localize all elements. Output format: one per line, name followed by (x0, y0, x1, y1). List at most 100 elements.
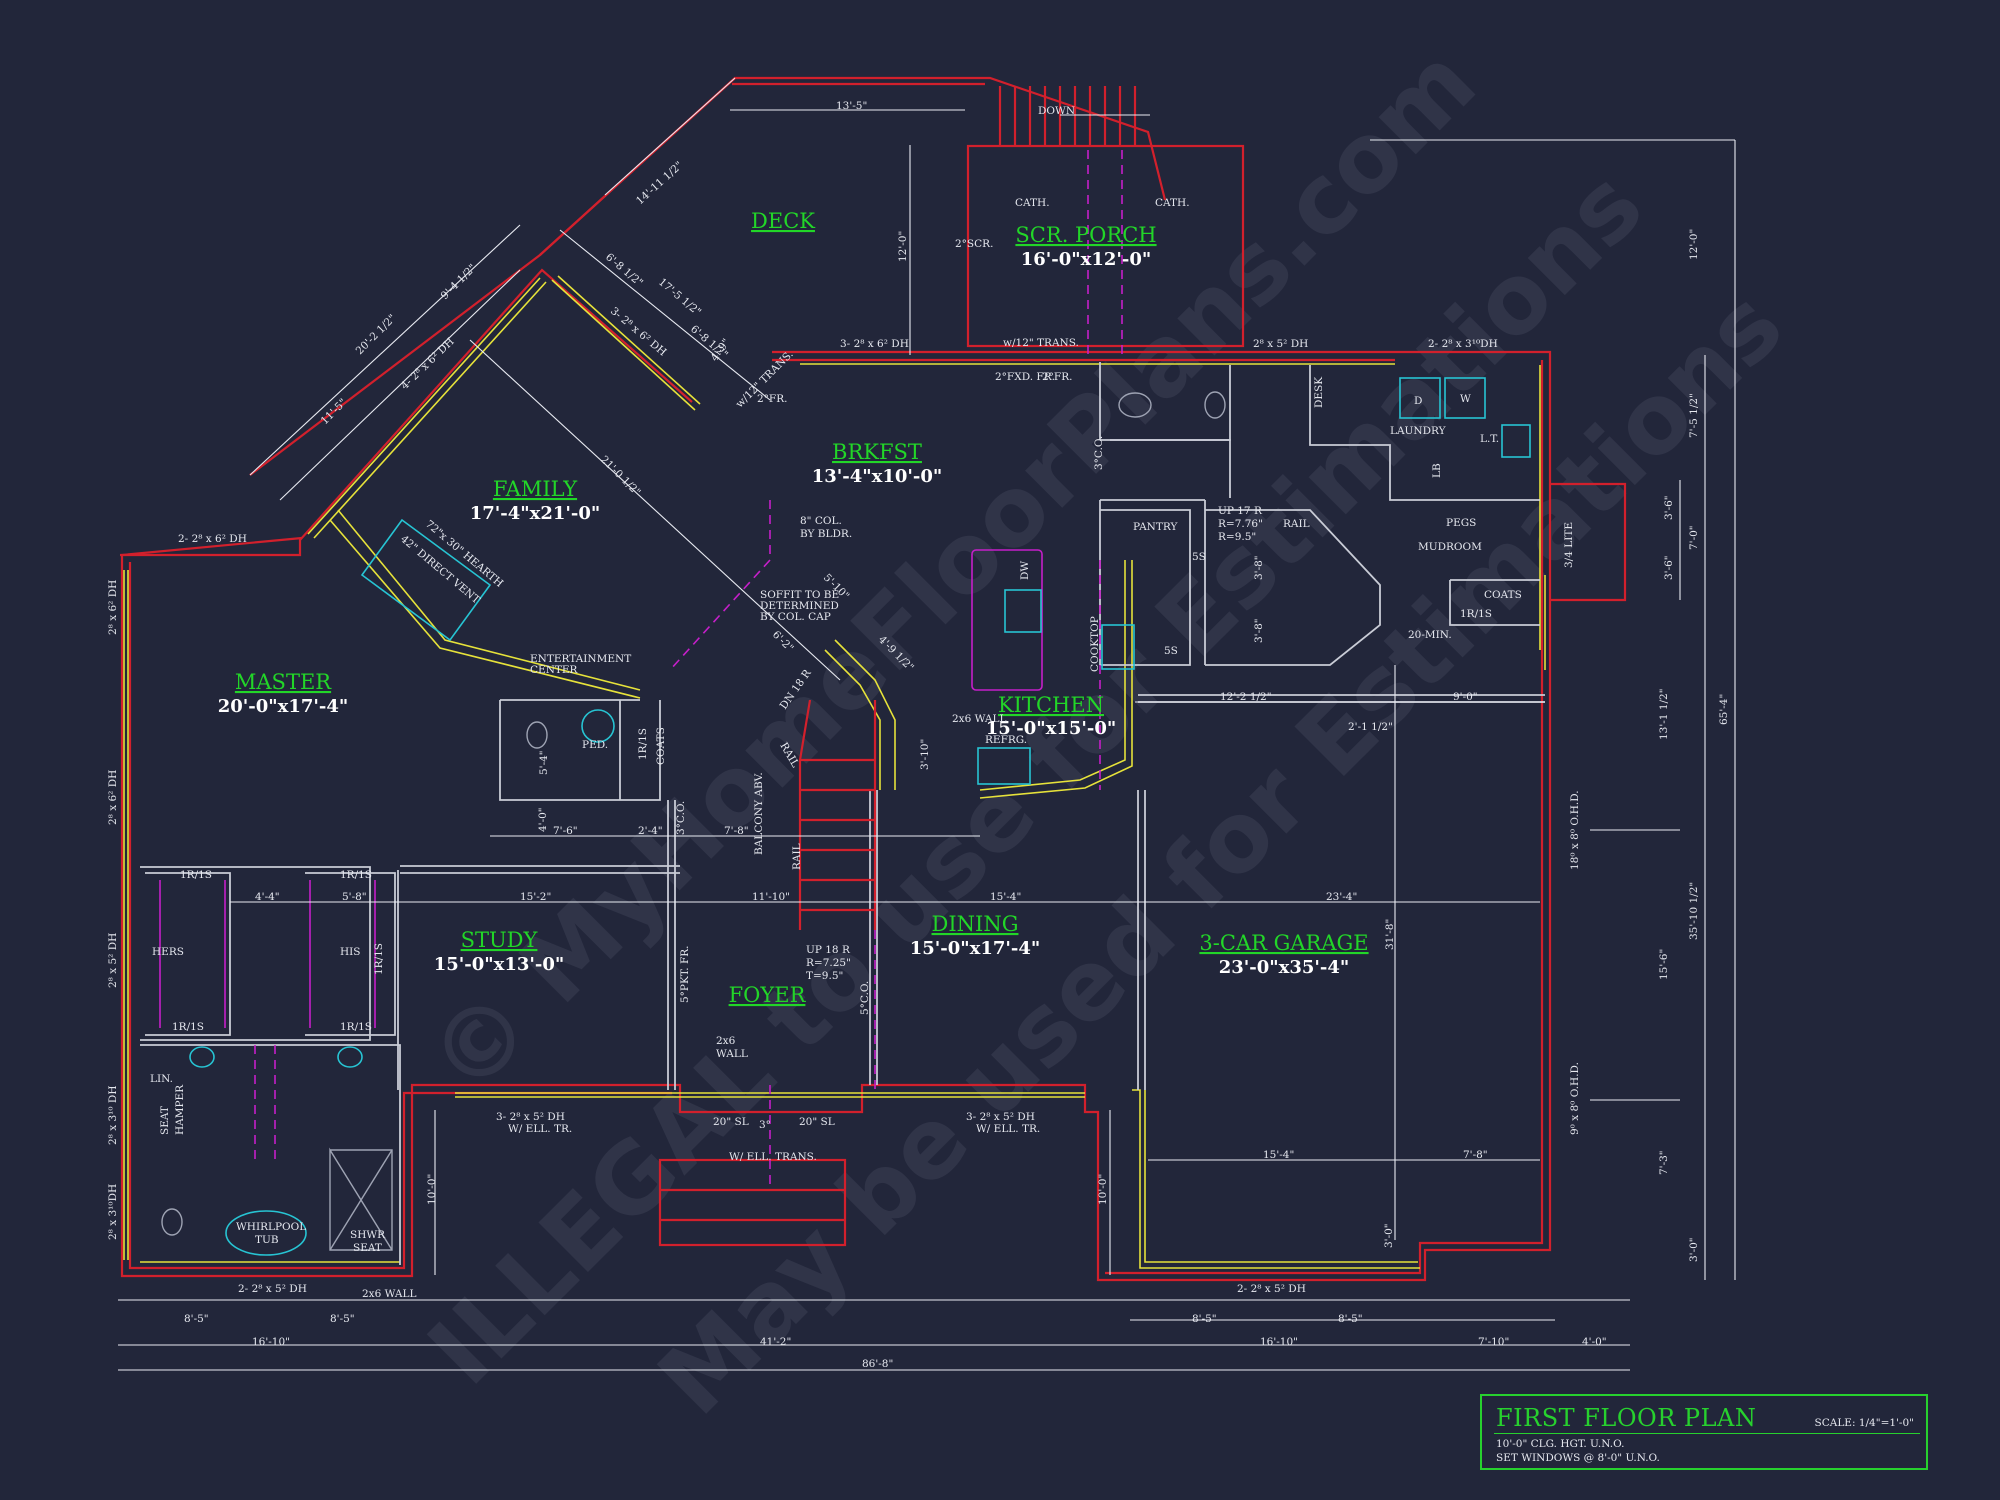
dim-4-0: 4'-0" (537, 807, 549, 832)
dim-12-0-a: 12'-0" (897, 231, 909, 262)
room-scr-porch-name: SCR. PORCH (1015, 223, 1156, 247)
dim-16-10-b: 16'-10" (1260, 1336, 1298, 1348)
label-laundry-tub: L.T. (1480, 433, 1499, 445)
label-lb: LB (1431, 463, 1443, 478)
beam-lines (254, 150, 1123, 1190)
label-door-size: 3° (759, 1119, 771, 1131)
dim-r-15-6: 15'-6" (1658, 949, 1670, 980)
label-his: HIS (340, 946, 361, 958)
label-ir1s-mud: 1R/1S (1460, 608, 1492, 620)
label-entertainment: ENTERTAINMENT (530, 653, 631, 665)
exterior-walls (120, 76, 1627, 1282)
dim-13-5: 13'-5" (836, 100, 867, 112)
dim-r-35-10: 35'-10 1/2" (1688, 882, 1700, 940)
label-balcony: BALCONY ABV. (753, 772, 765, 855)
label-2x6-wall: 2x6 WALL (952, 713, 1006, 725)
dim-5-4: 5'-4" (538, 750, 550, 775)
label-down: DOWN (1038, 105, 1075, 117)
dim-r-13-1: 13'-1 1/2" (1658, 688, 1670, 740)
label-screen-door: 2°SCR. (955, 238, 993, 250)
dim-17-5: 17'-5 1/2" (656, 276, 703, 318)
plan-note-ceiling: 10'-0" CLG. HGT. U.N.O. (1496, 1438, 1625, 1450)
label-ir1s-b: 1R/1S (340, 869, 372, 881)
label-dh-side-5: 2⁸ x 3¹⁰DH (107, 1184, 119, 1240)
dim-r-12-0: 12'-0" (1688, 229, 1700, 260)
dim-10-0-a: 10'-0" (426, 1174, 438, 1205)
label-tub: TUB (255, 1234, 279, 1246)
dimension-lines (118, 77, 1736, 1371)
label-sl-1: 20" SL (713, 1116, 749, 1128)
dim-r-65-4: 65'-4" (1718, 694, 1730, 725)
label-dh-bath: 2- 2⁸ x 5² DH (238, 1283, 307, 1295)
dim-2-4: 2'-4" (638, 825, 663, 837)
room-master-size: 20'-0"x17'-4" (218, 696, 349, 717)
dim-21-0: 21'-0 1/2" (598, 454, 643, 499)
label-ohd-1: 18⁰ x 8⁰ O.H.D. (1569, 790, 1581, 870)
dim-7-8: 7'-8" (724, 825, 749, 837)
label-2x6-wall-bath: 2x6 WALL (362, 1288, 416, 1300)
room-family-name: FAMILY (493, 477, 578, 501)
room-dining-name: DINING (932, 912, 1019, 936)
room-dining-size: 15'-0"x17'-4" (910, 938, 1041, 959)
room-brkfst-name: BRKFST (832, 440, 922, 464)
label-shower: SHWR (350, 1229, 386, 1241)
dim-3-0: 3'-0" (1383, 1223, 1395, 1248)
dim-8-5-b: 8'-5" (330, 1313, 355, 1325)
label-r725: R=7.25" (806, 957, 851, 969)
dim-r-3-0: 3'-0" (1688, 1237, 1700, 1262)
label-dh-right-2: W/ ELL. TR. (976, 1123, 1040, 1135)
label-pkt-fr: 5°PKT. FR. (679, 945, 691, 1003)
label-ohd-2: 9⁰ x 8⁰ O.H.D. (1569, 1062, 1581, 1135)
label-ir1s-coats: 1R/1S (637, 728, 649, 760)
dim-4-0-b: 4'-0" (1582, 1336, 1607, 1348)
room-scr-porch-size: 16'-0"x12'-0" (1021, 249, 1152, 270)
dim-15-4: 15'-4" (990, 891, 1021, 903)
label-pegs: PEGS (1446, 517, 1476, 529)
label-wall: WALL (716, 1048, 748, 1060)
label-r95: R=9.5" (1218, 531, 1256, 543)
label-r776: R=7.76" (1218, 518, 1263, 530)
room-kitchen-size: 15'-0"x15'-0" (986, 718, 1117, 739)
label-up18: UP 18 R (806, 944, 851, 956)
room-foyer-name: FOYER (729, 983, 807, 1007)
room-garage-size: 23'-0"x35'-4" (1219, 957, 1350, 978)
label-coats: COATS (655, 727, 667, 765)
label-co-2: 3°C.O. (1093, 436, 1105, 470)
title-block: FIRST FLOOR PLAN SCALE: 1/4"=1'-0" 10'-0… (1480, 1394, 1928, 1470)
label-dh-side-3: 2⁸ x 5² DH (107, 933, 119, 988)
interior-walls (140, 362, 1545, 1265)
label-ir1s-e: 1R/1S (373, 943, 385, 975)
dim-r-3-6-a: 3'-6" (1663, 495, 1675, 520)
dim-9-4: 9'-4 1/2" (439, 262, 479, 302)
dim-23-4: 23'-4" (1326, 891, 1357, 903)
label-soffit-1: SOFFIT TO BE (760, 589, 839, 601)
room-study-name: STUDY (461, 928, 539, 952)
label-5s-2: 5S (1164, 645, 1178, 657)
label-seat-1: SEAT (159, 1106, 171, 1135)
dim-86-8: 86'-8" (862, 1358, 893, 1370)
label-dh-left: 3- 2⁸ x 5² DH (496, 1111, 565, 1123)
label-dh-master: 2- 2⁸ x 6² DH (178, 533, 247, 545)
label-sl-2: 20" SL (799, 1116, 835, 1128)
label-trans: w/12" TRANS. (1003, 337, 1079, 349)
label-lite: 3/4 LITE (1563, 522, 1575, 568)
dim-r-7-0: 7'-0" (1688, 525, 1700, 550)
label-col: 8" COL. (800, 515, 842, 527)
label-ell-trans: W/ ELL. TRANS. (729, 1151, 817, 1163)
room-master-name: MASTER (235, 670, 332, 694)
label-hearth: 72"x 30" HEARTH (423, 518, 505, 590)
stair (658, 86, 1137, 1247)
dim-16-10-a: 16'-10" (252, 1336, 290, 1348)
dim-3-8-a: 3'-8" (1253, 555, 1265, 580)
label-by-bldr: BY BLDR. (800, 528, 852, 540)
label-fxd-fr: 2°FXD. FR. (995, 371, 1055, 383)
label-co-3: 5°C.O. (859, 981, 871, 1015)
dim-8-5-d: 8'-5" (1338, 1313, 1363, 1325)
label-hers: HERS (152, 946, 184, 958)
dim-r-7-5: 7'-5 1/2" (1688, 393, 1700, 438)
label-dh-fam-2: 4- 2⁸ x 6² DH (399, 336, 457, 392)
dim-11-5: 11'-5" (319, 396, 350, 427)
label-pantry: PANTRY (1133, 521, 1178, 533)
label-5s-1: 5S (1192, 551, 1206, 563)
